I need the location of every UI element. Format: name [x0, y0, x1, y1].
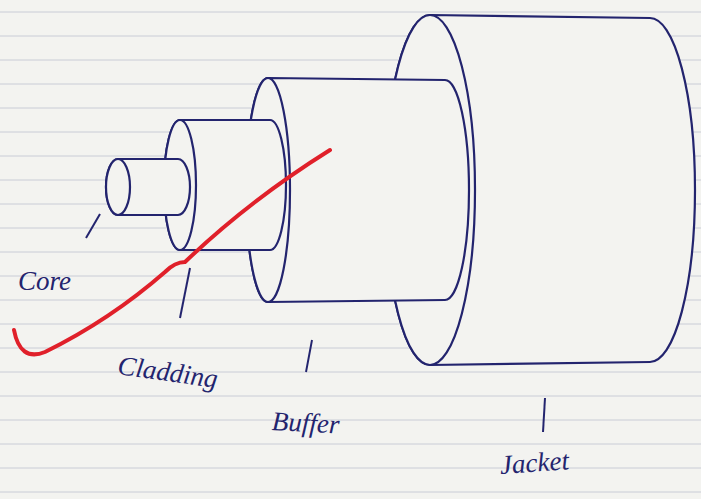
part-label: Cladding — [116, 352, 219, 393]
leader-line — [180, 268, 190, 318]
part-label: Buffer — [271, 408, 340, 438]
ruled-lines — [0, 12, 701, 492]
red-scribble — [14, 150, 330, 354]
leader-line — [543, 398, 545, 432]
core-layer — [106, 159, 190, 215]
leader-line — [86, 214, 100, 238]
leader-line — [306, 340, 312, 372]
cable-layers — [106, 15, 695, 365]
part-label: Jacket — [499, 447, 570, 479]
core-face — [106, 159, 130, 215]
part-label: Core — [18, 268, 71, 295]
leader-lines — [86, 214, 545, 432]
